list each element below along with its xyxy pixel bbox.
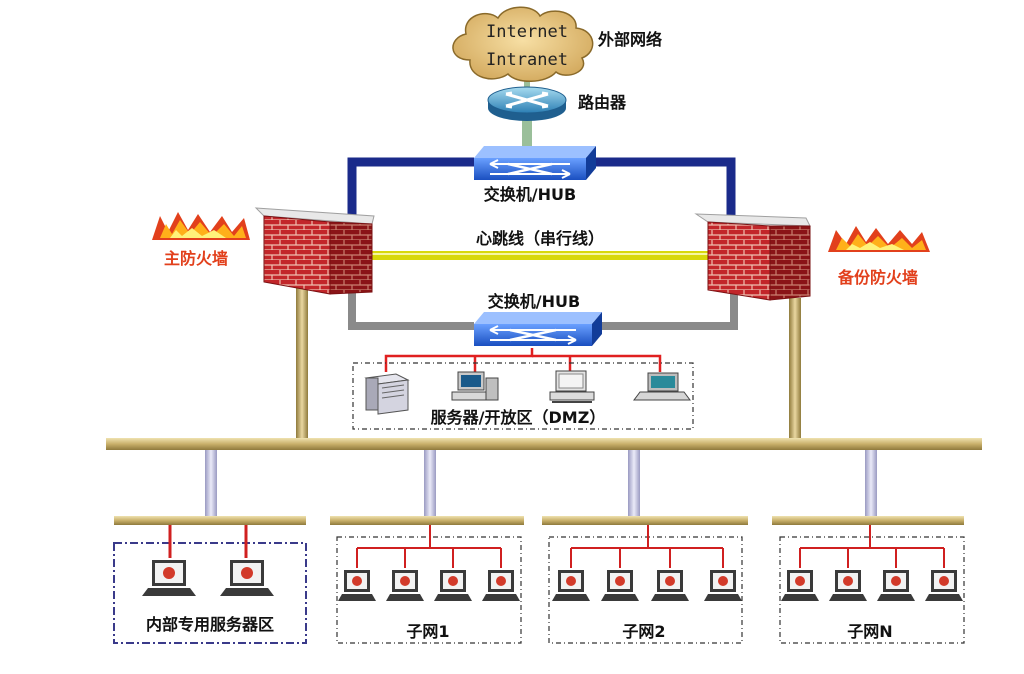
heartbeat-link (372, 251, 710, 260)
firewall-backup-label: 备份防火墙 (837, 268, 918, 287)
switch-top-icon (474, 146, 596, 180)
subnetN-links (799, 525, 945, 568)
subnet2-links (570, 525, 724, 568)
zone-subnet2-box (548, 536, 743, 644)
server-icon (364, 373, 410, 415)
workstation-icon (482, 570, 520, 601)
heartbeat-label: 心跳线（串行线） (476, 229, 604, 248)
workstation-icon (781, 570, 819, 601)
workstation-icon (549, 370, 595, 403)
lan-link-main (348, 292, 474, 330)
zone-subnet2-label: 子网2 (622, 622, 665, 641)
firewall-backup-icon (694, 213, 811, 301)
firewall-main-drop (296, 280, 308, 440)
drop-subnet2 (628, 450, 640, 518)
workstation-icon (877, 570, 915, 601)
laptop-icon (633, 372, 691, 401)
workstation-icon (220, 560, 274, 596)
internal-zone-links (168, 525, 248, 558)
workstation-icon (434, 570, 472, 601)
external-network-label: 外部网络 (597, 30, 662, 49)
workstation-icon (601, 570, 639, 601)
workstation-icon (552, 570, 590, 601)
workstation-icon (704, 570, 742, 601)
workstation-icon (142, 560, 196, 596)
router-icon (487, 86, 567, 121)
drop-subnetN (865, 450, 877, 518)
zone-subnetN-label: 子网N (847, 622, 892, 641)
switch-top-label: 交换机/HUB (484, 185, 576, 204)
dmz-links (384, 348, 662, 372)
zone-internal-label: 内部专用服务器区 (146, 615, 274, 634)
backbone-subnet1 (330, 516, 524, 525)
backbone-subnet2 (542, 516, 748, 525)
wan-link-backup (586, 157, 736, 218)
workstation-icon (386, 570, 424, 601)
workstation-icon (451, 371, 499, 401)
cloud-line-intranet: Intranet (486, 50, 568, 70)
firewall-main-label: 主防火墙 (164, 249, 228, 268)
firewall-backup-drop (789, 298, 801, 440)
dmz-label: 服务器/开放区（DMZ） (431, 408, 606, 427)
zone-internal-box (113, 542, 307, 644)
dmz-zone-box (352, 362, 694, 430)
drop-internal (205, 450, 217, 518)
backbone-subnetN (772, 516, 964, 525)
subnet1-links (356, 525, 502, 568)
wan-link-main (347, 157, 474, 216)
router-label: 路由器 (578, 93, 627, 112)
firewall-main-icon (254, 207, 375, 295)
cloud-line-internet: Internet (486, 22, 568, 42)
workstation-icon (925, 570, 963, 601)
drop-subnet1 (424, 450, 436, 518)
switch-mid-icon (474, 312, 602, 346)
router-uplink (522, 118, 532, 148)
zone-subnet1-label: 子网1 (406, 622, 449, 641)
lan-link-backup (592, 292, 738, 330)
fire-icon (152, 212, 250, 240)
workstation-icon (829, 570, 867, 601)
cloud-icon (452, 6, 594, 82)
switch-mid-label: 交换机/HUB (488, 292, 580, 311)
main-backbone (106, 438, 982, 450)
backbone-internal (114, 516, 306, 525)
zone-subnetN-box (779, 536, 965, 644)
workstation-icon (651, 570, 689, 601)
fire-icon (828, 226, 930, 252)
workstation-icon (338, 570, 376, 601)
